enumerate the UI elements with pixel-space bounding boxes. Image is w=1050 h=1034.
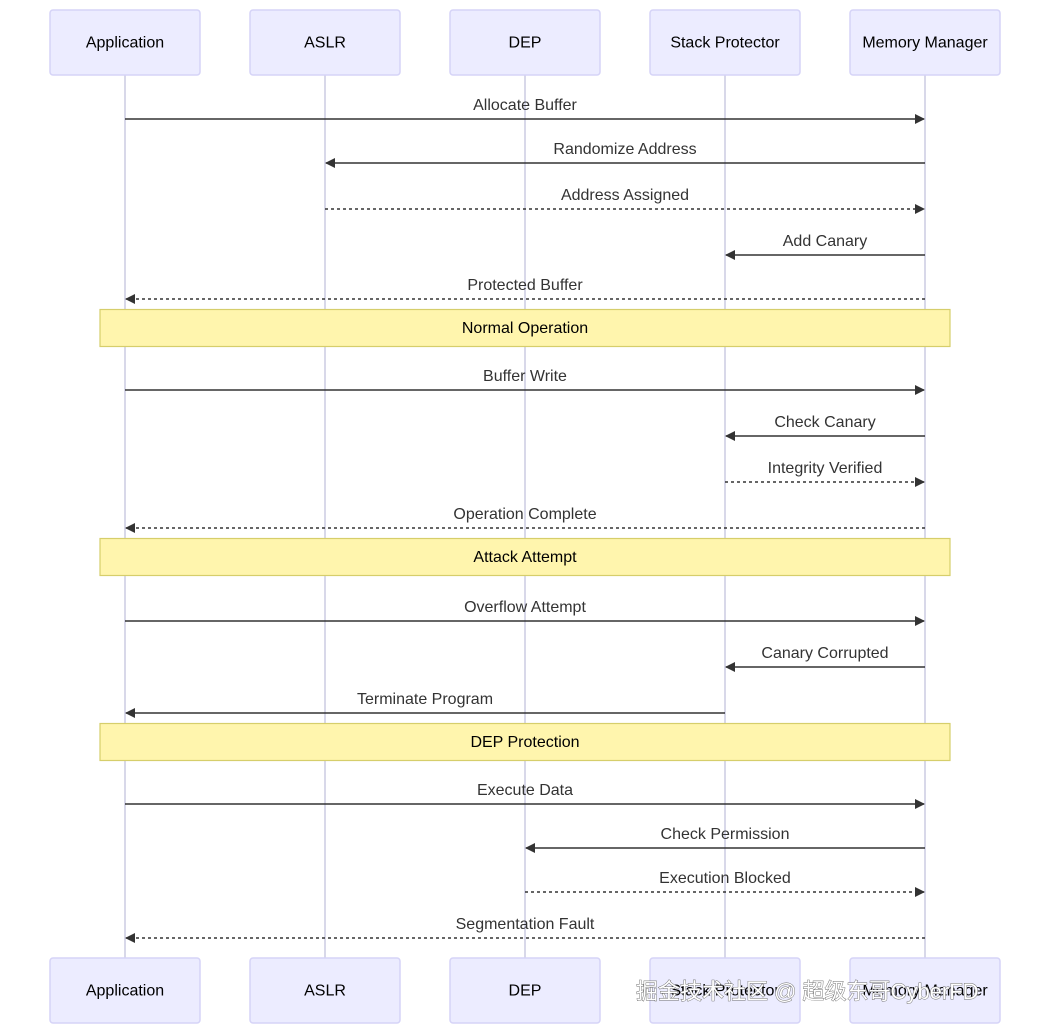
actor-application-top[interactable]: Application [49, 9, 201, 76]
actor-label: Application [86, 35, 164, 52]
actor-stack-protector-top[interactable]: Stack Protector [649, 9, 801, 76]
actor-label: Memory Manager [862, 983, 988, 1000]
message-label: Execution Blocked [659, 870, 791, 887]
message-terminate-program: Terminate Program [125, 691, 725, 718]
message-execute-data: Execute Data [125, 782, 925, 809]
message-label: Terminate Program [357, 691, 493, 708]
message-label: Segmentation Fault [456, 916, 595, 933]
message-label: Check Canary [774, 414, 875, 431]
watermark-text: 掘金技术社区 @ 超级东哥CyberFD [636, 979, 979, 1004]
message-operation-complete: Operation Complete [125, 506, 925, 533]
actor-label: Application [86, 983, 164, 1000]
message-address-assigned: Address Assigned [325, 187, 925, 214]
message-label: Address Assigned [561, 187, 689, 204]
actor-box [249, 957, 401, 1024]
message-canary-corrupted: Canary Corrupted [725, 645, 925, 672]
message-protected-buffer: Protected Buffer [125, 277, 925, 304]
message-integrity-verified: Integrity Verified [725, 460, 925, 487]
actor-box [649, 957, 801, 1024]
message-label: Allocate Buffer [473, 97, 577, 114]
actor-application-bottom[interactable]: Application [49, 957, 201, 1024]
note-box [99, 537, 951, 577]
message-check-canary: Check Canary [725, 414, 925, 441]
actor-dep-bottom[interactable]: DEP [449, 957, 601, 1024]
message-buffer-write: Buffer Write [125, 368, 925, 395]
actor-box [449, 9, 601, 76]
message-label: Operation Complete [453, 506, 596, 523]
actor-box [49, 957, 201, 1024]
actor-aslr-bottom[interactable]: ASLR [249, 957, 401, 1024]
actor-label: ASLR [304, 983, 346, 1000]
message-randomize-address: Randomize Address [325, 141, 925, 168]
actor-aslr-top[interactable]: ASLR [249, 9, 401, 76]
actor-label: Memory Manager [862, 35, 988, 52]
note-label: Normal Operation [462, 320, 588, 337]
actor-label: DEP [509, 35, 542, 52]
actor-label: ASLR [304, 35, 346, 52]
message-check-permission: Check Permission [525, 826, 925, 853]
note-box [99, 308, 951, 348]
actor-stack-protector-bottom[interactable]: Stack Protector [649, 957, 801, 1024]
actor-box [449, 957, 601, 1024]
note-box [99, 722, 951, 762]
message-label: Canary Corrupted [761, 645, 888, 662]
note-normal-operation: Normal Operation [99, 308, 951, 348]
message-label: Execute Data [477, 782, 573, 799]
message-label: Integrity Verified [768, 460, 883, 477]
message-label: Overflow Attempt [464, 599, 586, 616]
message-label: Check Permission [661, 826, 790, 843]
message-label: Add Canary [783, 233, 868, 250]
message-label: Buffer Write [483, 368, 567, 385]
actor-box [849, 9, 1001, 76]
note-dep-protection: DEP Protection [99, 722, 951, 762]
actor-label: DEP [509, 983, 542, 1000]
message-execution-blocked: Execution Blocked [525, 870, 925, 897]
message-add-canary: Add Canary [725, 233, 925, 260]
actor-dep-top[interactable]: DEP [449, 9, 601, 76]
actor-memory-manager-bottom[interactable]: Memory Manager [849, 957, 1001, 1024]
note-label: DEP Protection [470, 734, 579, 751]
note-label: Attack Attempt [473, 549, 577, 566]
actor-label: Stack Protector [670, 983, 780, 1000]
note-attack-attempt: Attack Attempt [99, 537, 951, 577]
message-overflow-attempt: Overflow Attempt [125, 599, 925, 626]
message-allocate-buffer: Allocate Buffer [125, 97, 925, 124]
actor-box [849, 957, 1001, 1024]
message-label: Randomize Address [553, 141, 696, 158]
message-label: Protected Buffer [467, 277, 583, 294]
actor-box [649, 9, 801, 76]
actor-label: Stack Protector [670, 35, 780, 52]
actor-box [49, 9, 201, 76]
actor-box [249, 9, 401, 76]
actor-memory-manager-top[interactable]: Memory Manager [849, 9, 1001, 76]
message-segmentation-fault: Segmentation Fault [125, 916, 925, 943]
